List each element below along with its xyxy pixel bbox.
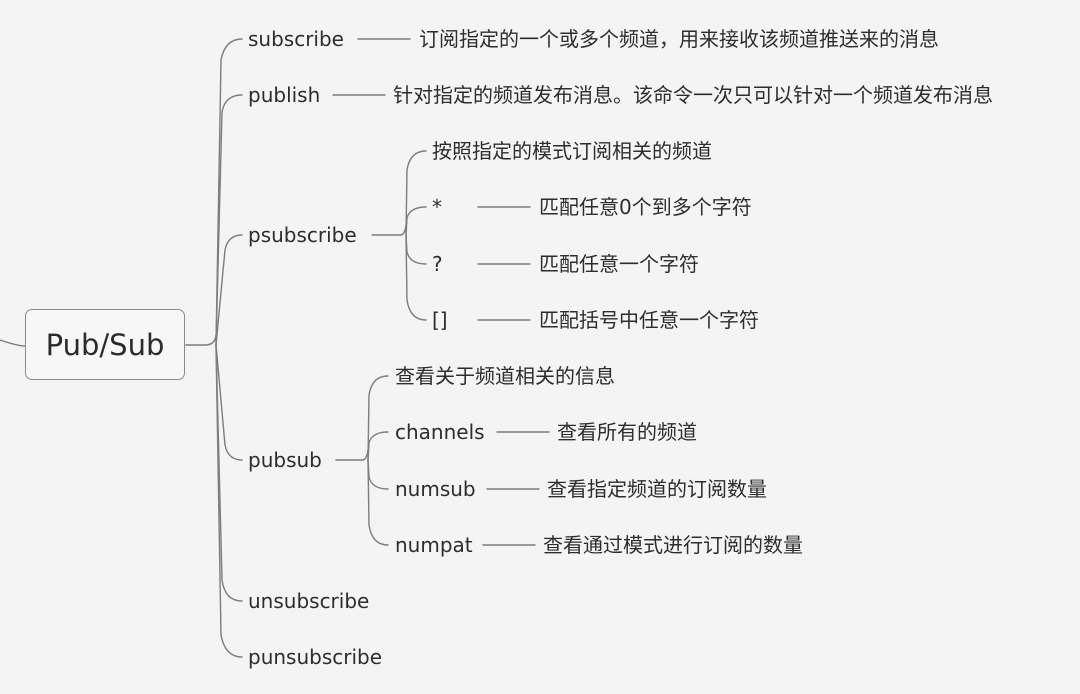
pubsub-child-numsub-connector <box>367 459 389 490</box>
pattern-symbol-question[interactable]: ? <box>432 252 443 276</box>
pubsub-child-channels-connector <box>367 431 389 461</box>
root-incoming-connector <box>0 339 26 347</box>
branch-pubsub-connector <box>215 344 243 461</box>
psubscribe-description: 按照指定的模式订阅相关的频道 <box>432 139 712 163</box>
pattern-symbol-star[interactable]: * <box>432 195 442 219</box>
subscribe-description: 订阅指定的一个或多个频道，用来接收该频道推送来的消息 <box>419 27 939 51</box>
subcommand-numpat[interactable]: numpat <box>395 533 473 557</box>
pubsub-child-numpat-connector <box>367 459 389 546</box>
root-label: Pub/Sub <box>45 327 165 362</box>
psubscribe-stem <box>371 224 407 236</box>
pubsub-child-desc-connector <box>367 375 389 461</box>
pattern-symbol-brackets[interactable]: [] <box>432 308 448 332</box>
psub-child-brackets-connector <box>405 234 427 321</box>
root-trunk-connector <box>185 334 217 346</box>
psub-child-star-connector <box>405 206 427 236</box>
psub-child-desc-connector <box>405 150 427 236</box>
node-unsubscribe[interactable]: unsubscribe <box>248 589 370 613</box>
subcommand-channels-desc: 查看所有的频道 <box>557 420 697 444</box>
pattern-desc-question: 匹配任意一个字符 <box>539 252 699 276</box>
publish-description: 针对指定的频道发布消息。该命令一次只可以针对一个频道发布消息 <box>393 83 993 107</box>
branch-publish-connector <box>215 94 243 346</box>
pubsub-stem <box>335 449 369 461</box>
node-publish[interactable]: publish <box>248 83 321 107</box>
branch-psubscribe-connector <box>215 234 243 346</box>
pubsub-description: 查看关于频道相关的信息 <box>395 364 615 388</box>
subcommand-numsub[interactable]: numsub <box>395 477 476 501</box>
subcommand-channels[interactable]: channels <box>395 420 485 444</box>
pattern-desc-star: 匹配任意0个到多个字符 <box>539 195 752 219</box>
root-node[interactable]: Pub/Sub <box>25 309 185 380</box>
node-punsubscribe[interactable]: punsubscribe <box>248 645 383 669</box>
subcommand-numpat-desc: 查看通过模式进行订阅的数量 <box>543 533 803 557</box>
branch-subscribe-connector <box>215 38 243 346</box>
pattern-desc-brackets: 匹配括号中任意一个字符 <box>539 308 759 332</box>
node-psubscribe[interactable]: psubscribe <box>248 223 357 247</box>
node-subscribe[interactable]: subscribe <box>248 27 344 51</box>
branch-punsubscribe-connector <box>215 344 243 658</box>
psub-child-question-connector <box>405 234 427 265</box>
branch-unsubscribe-connector <box>215 344 243 602</box>
subcommand-numsub-desc: 查看指定频道的订阅数量 <box>547 477 767 501</box>
node-pubsub[interactable]: pubsub <box>248 448 322 472</box>
